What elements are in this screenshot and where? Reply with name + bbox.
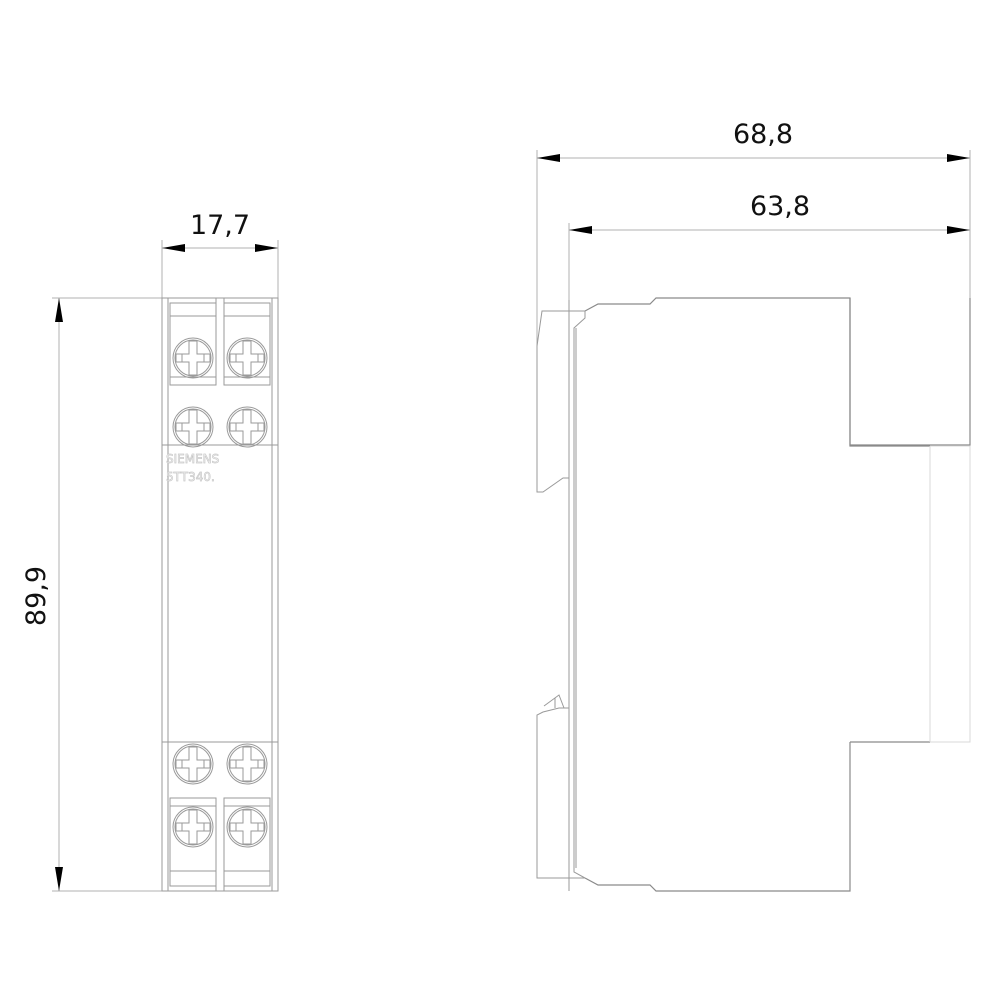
arrow-left-icon <box>569 226 592 234</box>
height-label: 89,9 <box>21 566 52 626</box>
overall-depth-label: 68,8 <box>733 119 793 150</box>
screw-icon <box>172 806 214 848</box>
screw-icon <box>226 337 268 379</box>
screw-icon <box>172 406 214 448</box>
arrow-down-icon <box>55 867 63 891</box>
width-dimension: 17,7 <box>161 210 279 298</box>
side-view: 68,8 63,8 <box>536 119 971 892</box>
screw-icon <box>226 406 268 448</box>
arrow-right-icon <box>947 226 970 234</box>
model-text: 5TT340. <box>166 470 215 484</box>
screw-icon <box>172 337 214 379</box>
terminal-screws <box>172 337 268 848</box>
side-housing-outline <box>584 297 971 446</box>
overall-depth-dimension: 68,8 <box>536 119 971 492</box>
arrow-up-icon <box>55 298 63 322</box>
screw-icon <box>226 743 268 785</box>
arrow-left-icon <box>162 244 185 252</box>
body-depth-dimension: 63,8 <box>568 191 970 300</box>
height-dimension: 89,9 <box>21 297 162 892</box>
top-terminal-block <box>162 298 278 446</box>
brand-text: SIEMENS <box>166 452 219 466</box>
front-housing <box>161 297 279 892</box>
screw-icon <box>172 743 214 785</box>
front-cover-outline <box>929 445 971 743</box>
screw-icon <box>226 806 268 848</box>
bottom-terminal-block <box>162 741 278 891</box>
arrow-right-icon <box>947 154 970 162</box>
arrow-left-icon <box>537 154 560 162</box>
arrow-right-icon <box>255 244 278 252</box>
din-clip <box>536 310 586 879</box>
body-depth-label: 63,8 <box>750 191 810 222</box>
front-view: 17,7 89,9 SIEMENS <box>21 210 279 892</box>
width-label: 17,7 <box>190 210 250 241</box>
